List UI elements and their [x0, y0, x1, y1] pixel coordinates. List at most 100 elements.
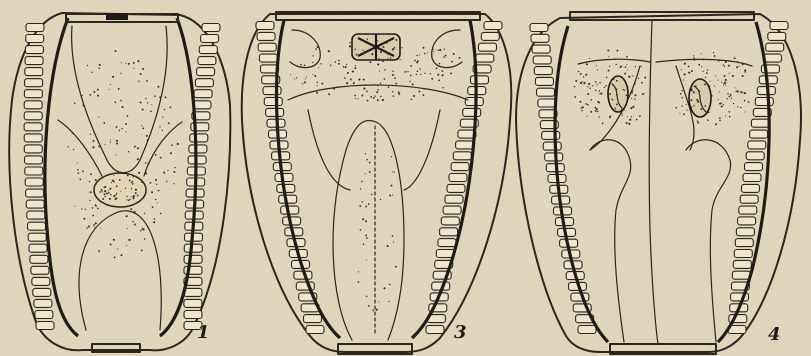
stipple-dot — [607, 91, 608, 92]
stipple-dot — [127, 175, 129, 177]
stipple-dot — [405, 71, 407, 73]
stipple-dot — [302, 83, 303, 84]
stipple-dot — [745, 111, 746, 112]
stipple-dot — [353, 82, 355, 84]
wall-cell — [479, 43, 497, 51]
stipple-dot — [338, 63, 340, 65]
stipple-dot — [423, 47, 425, 49]
stipple-dot — [365, 220, 367, 222]
stipple-dot — [581, 110, 583, 112]
wall-cell — [24, 101, 42, 109]
stipple-dot — [97, 208, 99, 210]
stipple-dot — [358, 271, 359, 272]
wall-cell — [202, 24, 220, 32]
wall-cell — [27, 211, 45, 219]
stipple-dot — [360, 229, 362, 231]
stipple-dot — [362, 50, 363, 51]
stipple-dot — [579, 101, 581, 103]
stipple-dot — [715, 123, 717, 125]
stipple-dot — [346, 82, 348, 84]
stipple-dot — [361, 181, 362, 182]
stipple-dot — [629, 59, 630, 60]
stipple-dot — [115, 194, 116, 195]
wall-cell — [306, 326, 324, 334]
stipple-dot — [636, 119, 638, 121]
stipple-dot — [94, 227, 95, 228]
stipple-dot — [118, 88, 120, 90]
stipple-dot — [109, 188, 111, 190]
stipple-dot — [98, 251, 99, 252]
stipple-dot — [101, 189, 103, 191]
stipple-dot — [170, 152, 172, 154]
stipple-dot — [115, 101, 117, 103]
stipple-dot — [575, 80, 577, 82]
stipple-dot — [366, 159, 368, 161]
stipple-dot — [398, 93, 400, 95]
stipple-dot — [419, 68, 420, 69]
stipple-dot — [586, 116, 587, 117]
stipple-dot — [703, 71, 704, 72]
wall-cell — [449, 174, 467, 182]
stipple-dot — [616, 88, 617, 89]
stipple-dot — [682, 105, 683, 106]
stipple-dot — [77, 162, 78, 163]
stipple-dot — [413, 95, 415, 97]
stipple-dot — [424, 73, 425, 74]
stipple-dot — [607, 50, 609, 52]
figure-3-chromatophore — [352, 34, 400, 60]
stipple-dot — [416, 55, 418, 57]
stipple-dot — [392, 48, 394, 50]
stipple-dot — [437, 50, 438, 51]
stipple-dot — [328, 93, 330, 95]
stipple-dot — [395, 266, 397, 268]
stipple-dot — [609, 93, 611, 95]
stipple-dot — [632, 59, 634, 61]
stipple-dot — [95, 183, 97, 185]
stipple-dot — [574, 96, 576, 98]
stipple-dot — [630, 107, 632, 109]
stipple-dot — [401, 47, 402, 48]
stipple-dot — [724, 75, 726, 77]
stipple-dot — [723, 104, 724, 105]
stipple-dot — [427, 52, 428, 53]
stipple-dot — [588, 83, 590, 85]
stipple-dot — [89, 181, 90, 182]
wall-cell — [24, 145, 42, 153]
stipple-dot — [363, 52, 364, 53]
stipple-dot — [102, 198, 104, 200]
wall-cell — [193, 101, 211, 109]
stipple-dot — [583, 76, 584, 77]
wall-cell — [537, 88, 555, 96]
wall-cell — [26, 200, 44, 208]
stipple-dot — [634, 94, 636, 96]
stipple-dot — [82, 170, 84, 172]
stipple-dot — [137, 158, 139, 160]
stipple-dot — [690, 99, 692, 101]
stipple-dot — [132, 197, 134, 199]
wall-cell — [453, 152, 471, 160]
stipple-dot — [701, 66, 702, 67]
stipple-dot — [365, 153, 366, 154]
stipple-dot — [631, 98, 632, 99]
stipple-dot — [99, 191, 101, 193]
wall-cell — [184, 255, 202, 263]
figure-4-label: 4 — [768, 324, 781, 345]
stipple-dot — [686, 109, 687, 110]
stipple-dot — [170, 107, 172, 109]
stipple-dot — [585, 74, 587, 76]
stipple-dot — [707, 70, 708, 71]
wall-cell — [738, 217, 756, 225]
stipple-dot — [83, 218, 85, 220]
stipple-dot — [139, 101, 141, 103]
stipple-dot — [680, 93, 682, 95]
wall-cell — [24, 112, 42, 120]
wall-cell — [28, 222, 46, 230]
stipple-dot — [171, 144, 173, 146]
stipple-dot — [595, 81, 597, 83]
stipple-dot — [698, 64, 700, 66]
stipple-dot — [596, 108, 598, 110]
stipple-dot — [737, 90, 739, 92]
stipple-dot — [317, 82, 318, 83]
stipple-dot — [632, 90, 634, 92]
